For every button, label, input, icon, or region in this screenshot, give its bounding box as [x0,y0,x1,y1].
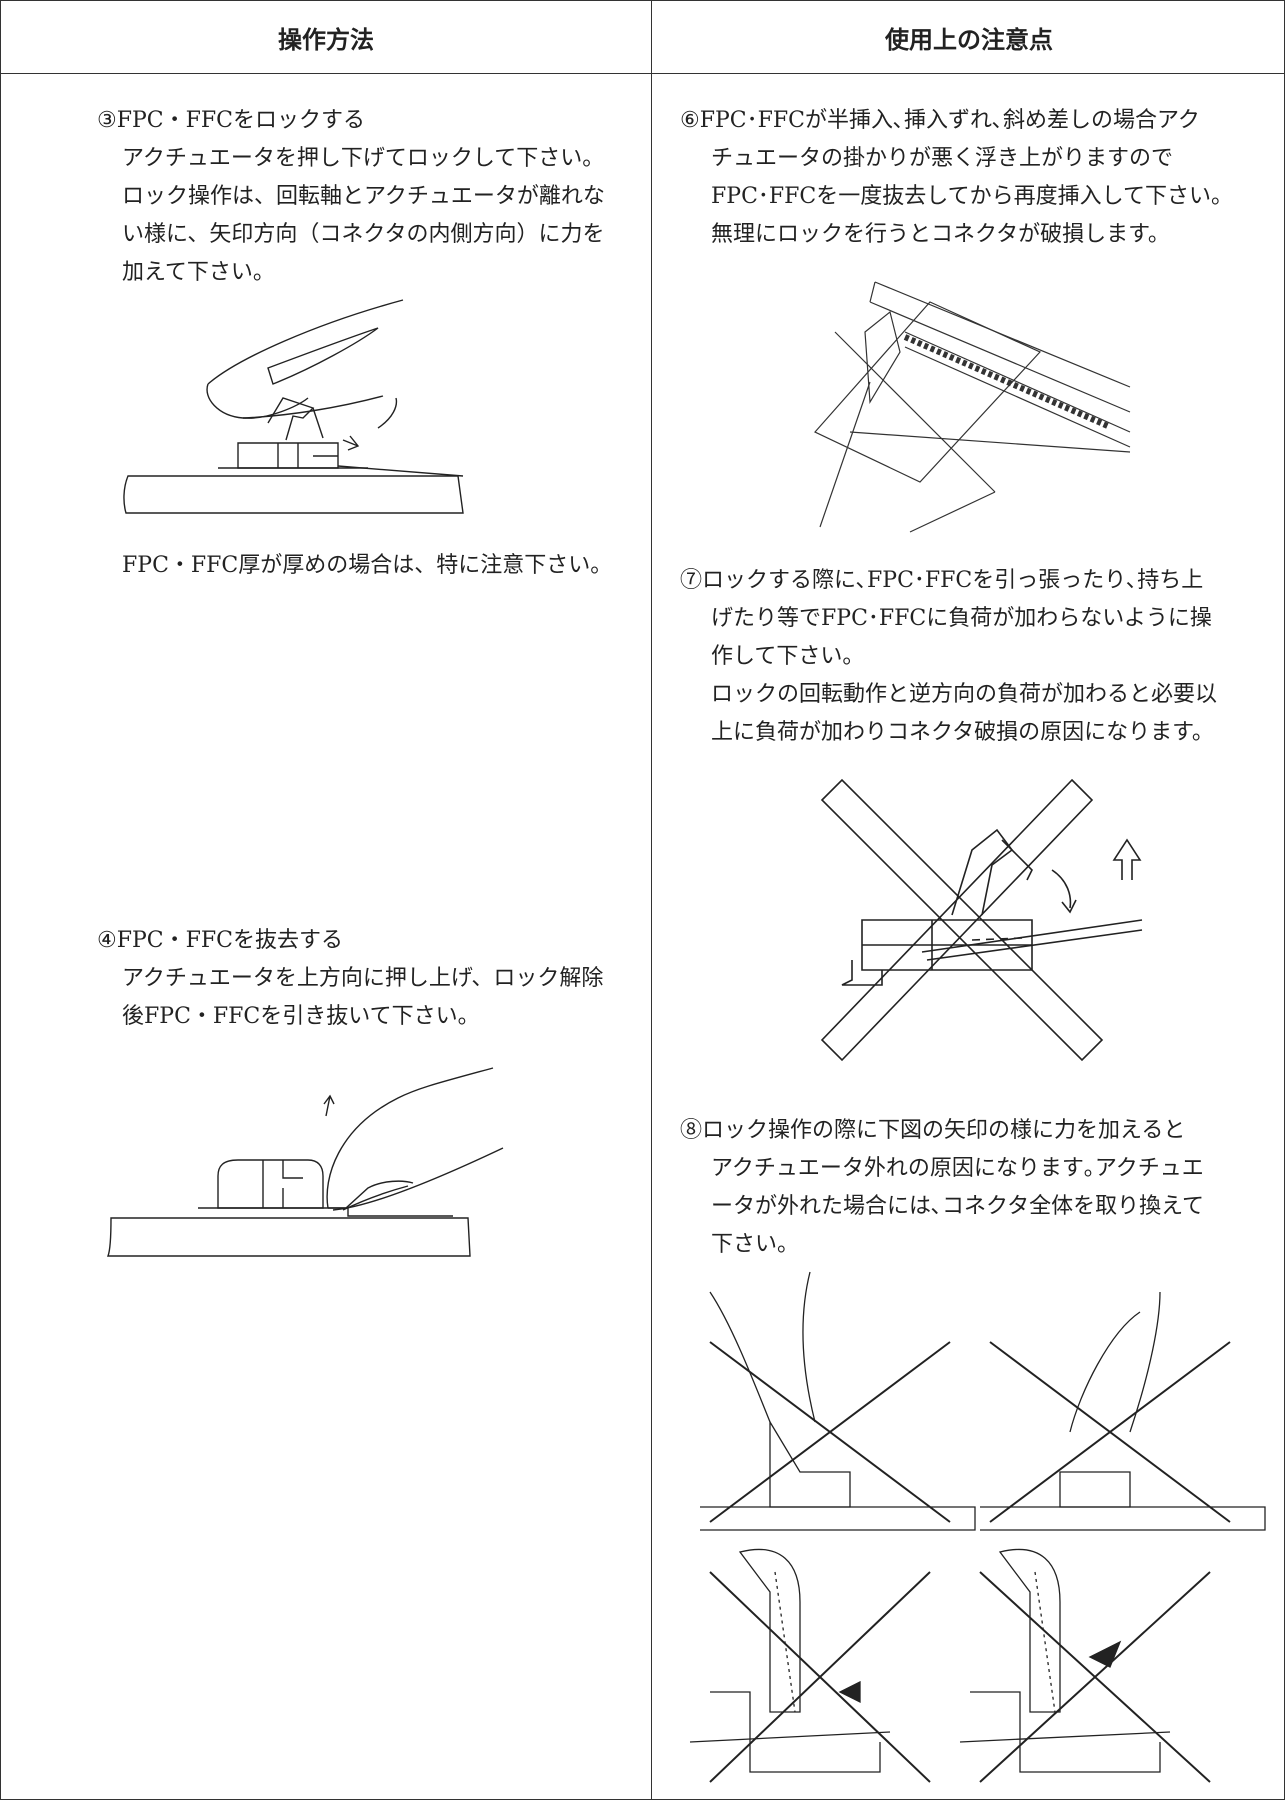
section-8-line-1: ⑧ロック操作の際に下図の矢印の様に力を加えると [680,1118,1186,1143]
section-8-line-3: ータが外れた場合には､コネクタ全体を取り換えて [711,1194,1205,1219]
section-4-title: ④FPC・FFCを抜去する [97,928,343,953]
header-divider [1,73,1284,74]
section-8-line-4: 下さい。 [711,1232,800,1257]
section-3-line-4: 加えて下さい。 [122,260,275,285]
column-header-cautions: 使用上の注意点 [885,25,1053,54]
reverse-load-figure [822,770,1162,1070]
section-3-line-2: ロック操作は、回転軸とアクチュエータが離れな [122,184,605,209]
section-3-caption: FPC・FFC厚が厚めの場合は、特に注意下さい。 [122,553,613,578]
section-6-line-2: チュエータの掛かりが悪く浮き上がりますので [711,146,1174,171]
panel-top-right [980,1292,1265,1530]
section-3: ③FPC・FFCをロックする アクチュエータを押し下げてロックして下さい。 ロッ… [97,102,637,292]
skewed-insertion-figure [810,272,1130,532]
section-7-line-4: ロックの回転動作と逆方向の負荷が加わると必要以 [711,682,1218,707]
lock-operation-figure [118,298,498,538]
section-6-line-4: 無理にロックを行うとコネクタが破損します。 [711,222,1170,247]
section-7-line-3: 作して下さい。 [711,644,865,669]
panel-top-left [700,1272,975,1530]
section-3-title: ③FPC・FFCをロックする [97,108,365,133]
section-3-line-1: アクチュエータを押し下げてロックして下さい。 [122,146,605,171]
panel-bottom-left [690,1549,930,1782]
section-7: ⑦ロックする際に､FPC･FFCを引っ張ったり､持ち上 げたり等でFPC･FFC… [680,562,1270,752]
actuator-detachment-figure [690,1272,1265,1790]
section-7-line-5: 上に負荷が加わりコネクタ破損の原因になります。 [711,720,1214,745]
section-6: ⑥FPC･FFCが半挿入､挿入ずれ､斜め差しの場合アク チュエータの掛かりが悪く… [680,102,1270,254]
section-3-line-3: い様に、矢印方向（コネクタの内側方向）に力を [122,222,605,247]
section-8: ⑧ロック操作の際に下図の矢印の様に力を加えると アクチュエータ外れの原因になりま… [680,1112,1270,1264]
section-4-line-2: 後FPC・FFCを引き抜いて下さい。 [122,1004,480,1029]
section-7-line-2: げたり等でFPC･FFCに負荷が加わらないように操 [711,606,1212,631]
column-header-operation: 操作方法 [278,25,374,54]
panel-bottom-right [960,1549,1210,1782]
section-4-line-1: アクチュエータを上方向に押し上げ、ロック解除 [122,966,604,991]
remove-fpc-figure [108,1068,488,1268]
section-7-line-1: ⑦ロックする際に､FPC･FFCを引っ張ったり､持ち上 [680,568,1204,593]
section-6-line-1: ⑥FPC･FFCが半挿入､挿入ずれ､斜め差しの場合アク [680,108,1200,133]
column-divider [651,1,652,1799]
section-8-line-2: アクチュエータ外れの原因になります｡アクチュエ [711,1156,1204,1181]
section-4: ④FPC・FFCを抜去する アクチュエータを上方向に押し上げ、ロック解除 後FP… [97,922,637,1036]
section-6-line-3: FPC･FFCを一度抜去してから再度挿入して下さい。 [711,184,1233,209]
